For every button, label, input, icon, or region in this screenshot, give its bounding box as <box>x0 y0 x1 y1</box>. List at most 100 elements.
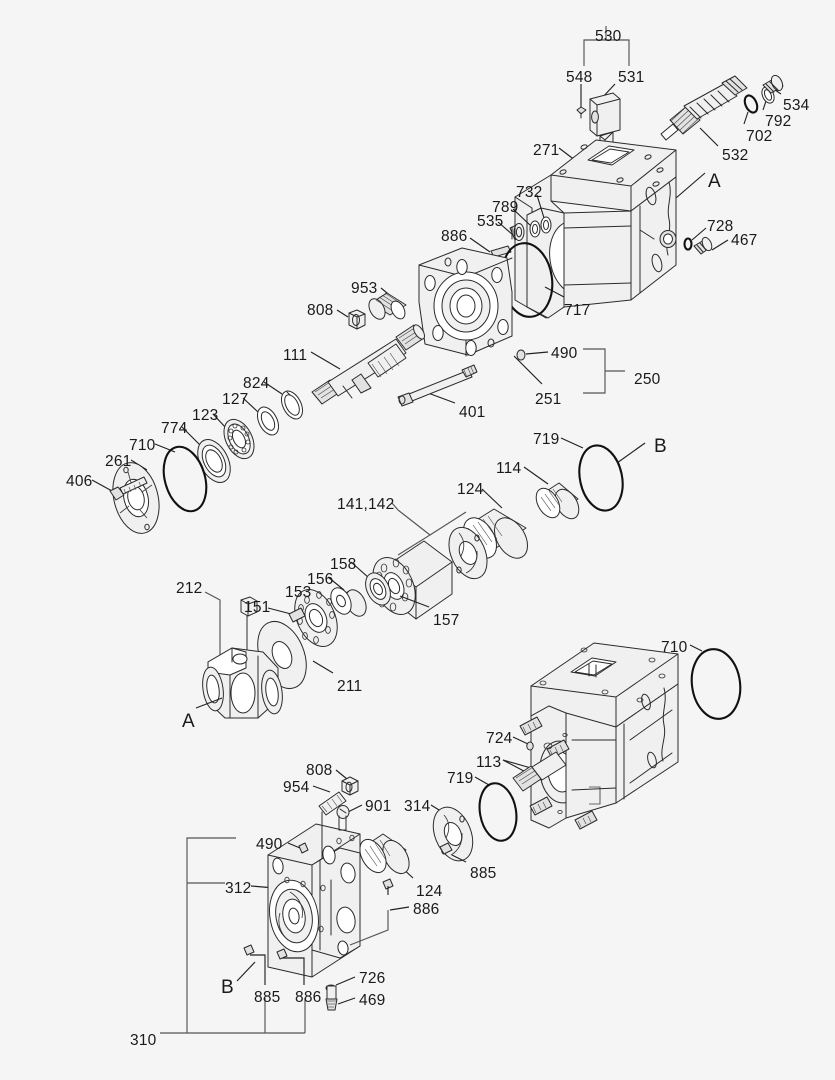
part-467-plug <box>693 236 729 255</box>
part-156-bushing <box>327 576 367 617</box>
callout-824: 824 <box>243 375 270 392</box>
part-710-oring-upper <box>154 443 208 513</box>
part-212-swash-block <box>195 647 283 719</box>
callout-467: 467 <box>731 232 758 249</box>
part-312-valve-housing <box>250 823 361 978</box>
part-111-drive-shaft <box>310 324 425 405</box>
part-702-oring <box>743 94 759 125</box>
callout-532: 532 <box>722 147 749 164</box>
part-548-pin <box>576 84 587 119</box>
callout-808: 808 <box>306 762 333 779</box>
callout-406: 406 <box>66 473 93 490</box>
callout-127: 127 <box>222 391 249 408</box>
callout-732: 732 <box>516 184 543 201</box>
callout-953: 953 <box>351 280 378 297</box>
callout-774: 774 <box>161 420 188 437</box>
callout-251: 251 <box>535 391 562 408</box>
part-808-nut-lower <box>335 769 359 796</box>
callout-808: 808 <box>307 302 334 319</box>
part-142-valve-plate <box>448 526 488 580</box>
callout-954: 954 <box>283 779 310 796</box>
callout-153: 153 <box>285 584 312 601</box>
part-401-rod <box>397 364 478 407</box>
callout-113: 113 <box>476 754 502 771</box>
callout-156: 156 <box>307 571 334 588</box>
callout-717: 717 <box>564 302 591 319</box>
part-954-screw <box>312 785 347 859</box>
part-774-seal <box>181 426 231 483</box>
callout-114: 114 <box>496 460 522 477</box>
callout-261: 261 <box>105 453 132 470</box>
part-151-pin <box>240 596 306 653</box>
part-789-ring <box>512 208 541 238</box>
callout-886: 886 <box>295 989 322 1006</box>
callout-310: 310 <box>130 1032 157 1049</box>
part-901-plug <box>336 804 363 831</box>
part-535-bushing <box>497 221 525 241</box>
part-732-washer <box>536 194 552 234</box>
part-406-bolt <box>91 476 148 501</box>
part-534-plug <box>762 74 784 95</box>
callout-A: A <box>708 171 721 192</box>
callout-124: 124 <box>457 481 484 498</box>
callout-719: 719 <box>533 431 560 448</box>
part-490-pin-lower <box>287 842 309 854</box>
part-127-ring <box>242 397 280 436</box>
part-113-shaft <box>502 751 567 792</box>
callout-490: 490 <box>256 836 283 853</box>
callout-789: 789 <box>492 199 519 216</box>
callout-535: 535 <box>477 213 504 230</box>
callout-141-142: 141,142 <box>337 496 395 513</box>
callout-530: 530 <box>595 28 622 45</box>
callout-726: 726 <box>359 970 386 987</box>
callout-B: B <box>221 977 234 998</box>
part-953-bushing <box>368 287 407 320</box>
callout-724: 724 <box>486 730 513 747</box>
part-251-end-cover <box>418 247 543 385</box>
callout-728: 728 <box>707 218 734 235</box>
callout-312: 312 <box>225 880 252 897</box>
callout-314: 314 <box>404 798 431 815</box>
bracket-250 <box>583 348 625 394</box>
callout-792: 792 <box>765 113 792 130</box>
callout-124: 124 <box>416 883 443 900</box>
callout-A: A <box>182 711 195 732</box>
part-532-spool-valve <box>660 75 748 147</box>
callout-886: 886 <box>413 901 440 918</box>
callout-885: 885 <box>470 865 497 882</box>
callout-534: 534 <box>783 97 810 114</box>
part-710-oring-lower <box>689 644 742 720</box>
callout-710: 710 <box>661 639 688 656</box>
part-724-pin <box>512 736 534 751</box>
part-885-pin-left <box>243 944 266 985</box>
callout-901: 901 <box>365 798 392 815</box>
part-490-pin-upper <box>516 349 549 361</box>
callout-158: 158 <box>330 556 357 573</box>
callout-719: 719 <box>447 770 474 787</box>
part-153-retainer-plate <box>294 589 338 647</box>
bracket-141-142 <box>391 502 467 556</box>
callout-157: 157 <box>433 612 460 629</box>
part-885-pin-right <box>439 842 467 863</box>
section-leaders <box>236 961 256 982</box>
part-719-oring-mid <box>560 437 646 512</box>
part-lower-pump-housing <box>519 642 679 830</box>
part-114-bearing <box>523 466 580 520</box>
part-886-pins-lower <box>276 878 410 985</box>
callout-401: 401 <box>459 404 486 421</box>
callout-B: B <box>654 436 667 457</box>
part-728-oring <box>683 227 707 251</box>
callout-111: 111 <box>283 347 308 364</box>
callout-212: 212 <box>176 580 203 597</box>
callout-271: 271 <box>533 142 560 159</box>
part-469-bolt <box>325 985 356 1011</box>
bracket-310 <box>160 837 306 1034</box>
callout-702: 702 <box>746 128 773 145</box>
part-824-snap-ring <box>263 381 304 420</box>
part-271-main-housing <box>514 139 706 319</box>
part-719-oring-lower <box>474 776 518 842</box>
part-124-bearing-lower <box>359 833 414 879</box>
callout-548: 548 <box>566 69 593 86</box>
